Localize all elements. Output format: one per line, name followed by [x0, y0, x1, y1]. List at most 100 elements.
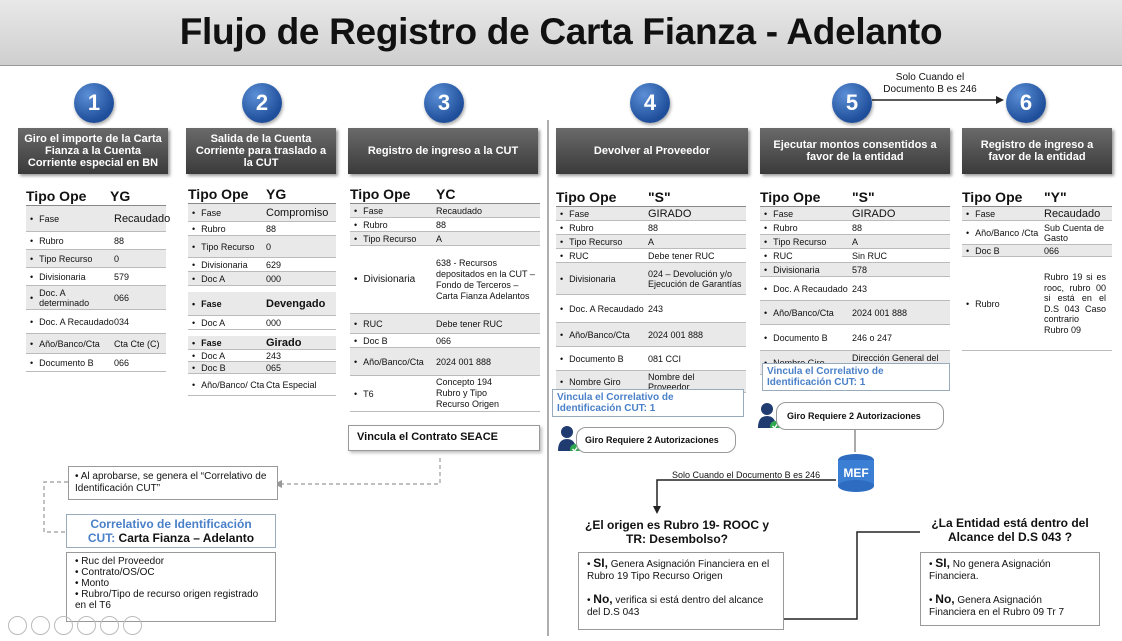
table-value: A [852, 236, 859, 247]
table-value: 066 [1044, 245, 1060, 256]
table-value: Nombre del Proveedor [648, 371, 695, 392]
table-key: Divisionaria [188, 258, 266, 271]
table-value: 081 CCI [648, 353, 682, 364]
tipo-ope-label: Tipo Ope [556, 189, 617, 205]
table-value: GIRADO [648, 207, 692, 220]
table-value: 246 o 247 [852, 332, 893, 343]
tipo-ope-label: Tipo Ope [350, 186, 411, 202]
tipo-ope-code: YG [110, 188, 131, 204]
giro-label-4: Giro Requiere 2 Autorizaciones [576, 427, 736, 453]
table-value: Sin RUC [852, 250, 888, 261]
table-key: Fase [760, 207, 852, 220]
table-value: Compromiso [266, 206, 329, 219]
correlativo-title-box: Correlativo de Identificación CUT: Carta… [66, 514, 276, 548]
table-value: Recaudado [114, 212, 171, 225]
step-3-header: Registro de ingreso a la CUT [348, 128, 538, 174]
table-value: 066 [436, 335, 452, 346]
table-value: 000 [266, 317, 282, 328]
table-key: Año/Banco/ Cta [188, 374, 266, 395]
table-key: Año/Banco/Cta [350, 348, 436, 375]
tipo-ope-code: "S" [852, 189, 875, 205]
table-key: Divisionaria [760, 263, 852, 276]
pen-icon[interactable] [54, 616, 73, 635]
table-key: Año/Banco/Cta [760, 301, 852, 324]
tipo-ope-code: YG [266, 186, 287, 202]
mef-database-icon [838, 454, 874, 492]
mef-label: MEF [843, 466, 869, 480]
table-value: Girado [266, 336, 302, 349]
more-options-icon[interactable] [123, 616, 142, 635]
table-value: 000 [266, 273, 282, 284]
table-value: A [436, 233, 443, 244]
title-bar: Flujo de Registro de Carta Fianza - Adel… [0, 0, 1122, 66]
table-value: 243 [648, 303, 664, 314]
tipo-ope-label: Tipo Ope [760, 189, 821, 205]
vincula-seace-box: Vincula el Contrato SEACE [348, 425, 540, 451]
next-slide-icon[interactable] [31, 616, 50, 635]
list-item: • Contrato/OS/OC [75, 567, 155, 578]
note-solo-cuando-mid: Solo Cuando el Documento B es 246 [672, 470, 821, 480]
table-value: 034 [114, 316, 130, 327]
correlativo-title-name: Carta Fianza – Adelanto [118, 531, 255, 545]
correlativo-title-line1: Correlativo de Identificación [90, 517, 252, 531]
table-value: Cta Especial [266, 379, 317, 390]
list-item: • Rubro/Tipo de recurso origen registrad… [75, 589, 259, 611]
step-2-header: Salida de la Cuenta Corriente para trasl… [186, 128, 336, 174]
table-key: Fase [188, 336, 266, 349]
table-key: Rubro [26, 232, 114, 249]
table-key: RUC [350, 314, 436, 333]
step-5-header: Ejecutar montos consentidos a favor de l… [760, 128, 950, 174]
table-value: Debe tener RUC [648, 250, 715, 261]
step-4-header: Devolver al Proveedor [556, 128, 748, 174]
slides-icon[interactable] [77, 616, 96, 635]
step-1-header: Giro el importe de la Carta Fianza a la … [18, 128, 168, 174]
table-value: Rubro 19 si es rooc, rubro 00 si está en… [1044, 272, 1106, 335]
correlativo-items-box: • Ruc del Proveedor • Contrato/OS/OC • M… [66, 552, 276, 622]
table-key: Divisionaria [556, 263, 648, 294]
zoom-icon[interactable] [100, 616, 119, 635]
arrow-mef-q1 [656, 479, 836, 508]
page-title: Flujo de Registro de Carta Fianza - Adel… [179, 11, 943, 52]
tipo-ope-code: YC [436, 186, 456, 202]
list-item: • Monto [75, 578, 110, 589]
arrow-q1-q2 [713, 531, 920, 620]
dashed-link-correlativo [43, 481, 68, 533]
table-value: Debe tener RUC [436, 318, 503, 329]
table-value: 88 [852, 222, 863, 233]
table-key: Doc. A determinado [26, 286, 114, 309]
table-key: Año/Banco /Cta [962, 221, 1044, 244]
table-value: 88 [266, 223, 277, 234]
correlativo-title-cut: CUT: [87, 531, 119, 545]
giro-label-5: Giro Requiere 2 Autorizaciones [776, 402, 944, 430]
table-value: 0 [114, 253, 120, 264]
table-value: 578 [852, 264, 868, 275]
table-key: Rubro [962, 257, 1044, 350]
slideshow-controls[interactable] [8, 616, 142, 635]
table-value: Recaudado [436, 205, 483, 216]
table-value: A [648, 236, 655, 247]
table-key: Fase [26, 206, 114, 231]
table-value: 579 [114, 271, 130, 282]
table-value: 243 [266, 350, 282, 361]
table-value: Recaudado [1044, 207, 1101, 220]
table-value: 2024 001 888 [648, 329, 704, 340]
tipo-ope-code: "Y" [1044, 189, 1067, 205]
table-key: Rubro [350, 218, 436, 231]
connectors [43, 96, 1004, 636]
step-6-circle: 6 [1006, 83, 1046, 123]
table-key: Fase [350, 204, 436, 217]
dashed-arrow-head [274, 480, 282, 488]
question-2-answers: • SI, No genera Asignación Financiera. •… [920, 552, 1100, 626]
step-3-circle: 3 [424, 83, 464, 123]
step-4-circle: 4 [630, 83, 670, 123]
table-value: Concepto 194 Rubro y Tipo Recurso Origen [436, 377, 500, 409]
prev-slide-icon[interactable] [8, 616, 27, 635]
table-key: Divisionaria [26, 268, 114, 285]
table-key: Tipo Recurso [26, 250, 114, 267]
vincula-correlativo-4: Vincula el Correlativo de Identificación… [552, 389, 744, 417]
table-key: Fase [188, 292, 266, 315]
